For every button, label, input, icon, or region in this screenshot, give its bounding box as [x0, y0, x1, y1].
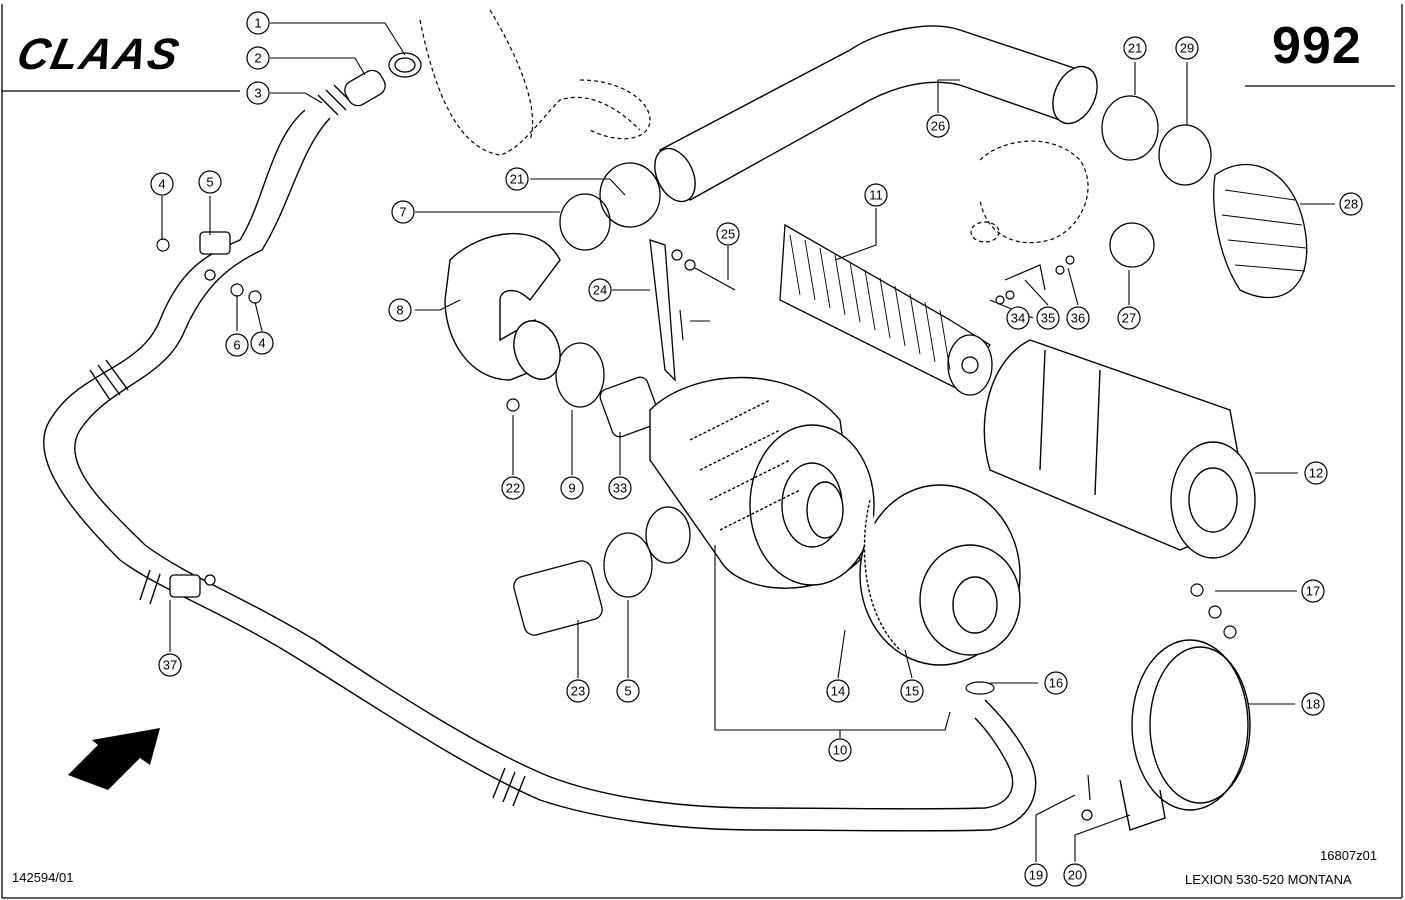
callout-9: 9 — [560, 476, 584, 500]
callout-label: 2 — [254, 51, 261, 66]
callout-label: 6 — [233, 338, 240, 353]
callout-25: 25 — [716, 222, 740, 246]
filter-cover — [859, 484, 1021, 666]
document-number: 142594/01 — [12, 870, 74, 885]
fan-housing-outline — [419, 9, 1089, 244]
callout-label: 18 — [1306, 697, 1320, 712]
callout-label: 4 — [158, 177, 165, 192]
callout-label: 29 — [1180, 41, 1194, 56]
page-number: 992 — [1272, 17, 1362, 75]
callout-16: 16 — [1044, 671, 1068, 695]
band-clamps — [555, 95, 1212, 598]
hardware — [156, 238, 1237, 821]
callout-label: 11 — [869, 188, 883, 203]
drawing-number: 16807z01 — [1320, 848, 1378, 863]
callout-label: 35 — [1041, 311, 1055, 326]
air-filter-housing — [649, 376, 875, 589]
callout-label: 5 — [206, 175, 213, 190]
callout-7: 7 — [391, 200, 415, 224]
leader-lines — [161, 22, 1335, 862]
callout-label: 33 — [613, 481, 627, 496]
callout-22: 22 — [501, 476, 525, 500]
callout-label: 21 — [1128, 41, 1142, 56]
callout-23: 23 — [566, 679, 590, 703]
callout-label: 15 — [905, 684, 919, 699]
callout-label: 5 — [624, 684, 631, 699]
callout-5: 5 — [616, 679, 640, 703]
callout-2: 2 — [246, 46, 270, 70]
callout-label: 25 — [721, 227, 735, 242]
callout-label: 28 — [1344, 197, 1358, 212]
callout-17: 17 — [1301, 579, 1325, 603]
mounting-band — [1119, 639, 1251, 831]
callout-19: 19 — [1024, 863, 1048, 887]
callout-11: 11 — [864, 183, 888, 207]
callout-label: 7 — [399, 205, 406, 220]
callout-20: 20 — [1063, 863, 1087, 887]
long-hose — [43, 84, 1037, 832]
elbow-hose — [444, 232, 562, 381]
hose-connector-parts — [344, 52, 422, 107]
model-designation: LEXION 530-520 MONTANA — [1185, 872, 1352, 887]
bracket — [649, 239, 676, 382]
callout-label: 8 — [396, 303, 403, 318]
pre-cleaner — [1213, 163, 1308, 299]
frame — [1, 4, 1403, 899]
callout-35: 35 — [1036, 306, 1060, 330]
callout-label: 37 — [163, 658, 177, 673]
callout-label: 21 — [510, 172, 524, 187]
callout-12: 12 — [1304, 461, 1328, 485]
callout-15: 15 — [900, 679, 924, 703]
callout-label: 23 — [571, 684, 585, 699]
callout-label: 19 — [1029, 868, 1043, 883]
callout-label: 17 — [1306, 584, 1320, 599]
sleeves — [513, 376, 691, 636]
callout-label: 20 — [1068, 868, 1082, 883]
callout-8: 8 — [388, 298, 412, 322]
callout-10: 10 — [828, 738, 852, 762]
callout-label: 16 — [1049, 676, 1063, 691]
travel-direction-arrow-icon — [68, 728, 160, 790]
filter-element — [779, 223, 993, 396]
callout-36: 36 — [1066, 306, 1090, 330]
callout-label: 1 — [254, 16, 261, 31]
callout-21: 21 — [505, 167, 529, 191]
callout-label: 26 — [931, 119, 945, 134]
filter-cartridge — [983, 339, 1256, 559]
callout-6: 6 — [225, 333, 249, 357]
callout-label: 24 — [593, 283, 607, 298]
callout-label: 22 — [506, 481, 520, 496]
callout-label: 27 — [1122, 311, 1136, 326]
callout-27: 27 — [1117, 306, 1141, 330]
callout-label: 10 — [833, 743, 847, 758]
callout-label: 12 — [1309, 466, 1323, 481]
callout-26: 26 — [926, 114, 950, 138]
callout-1: 1 — [246, 11, 270, 35]
callout-21: 21 — [1123, 36, 1147, 60]
callout-18: 18 — [1301, 692, 1325, 716]
callout-label: 14 — [831, 684, 845, 699]
callout-4: 4 — [150, 172, 174, 196]
callout-37: 37 — [158, 653, 182, 677]
callout-label: 3 — [254, 86, 261, 101]
hose-clamps — [169, 231, 231, 598]
callout-33: 33 — [608, 476, 632, 500]
callout-29: 29 — [1175, 36, 1199, 60]
intake-pipe — [654, 25, 1098, 203]
callout-label: 9 — [568, 481, 575, 496]
callout-3: 3 — [246, 81, 270, 105]
callout-5: 5 — [198, 170, 222, 194]
callout-14: 14 — [826, 679, 850, 703]
callout-34: 34 — [1006, 306, 1030, 330]
callout-28: 28 — [1339, 192, 1363, 216]
callout-4: 4 — [250, 331, 274, 355]
callout-24: 24 — [588, 278, 612, 302]
callout-label: 34 — [1011, 311, 1025, 326]
callout-label: 4 — [258, 336, 265, 351]
callout-label: 36 — [1071, 311, 1085, 326]
